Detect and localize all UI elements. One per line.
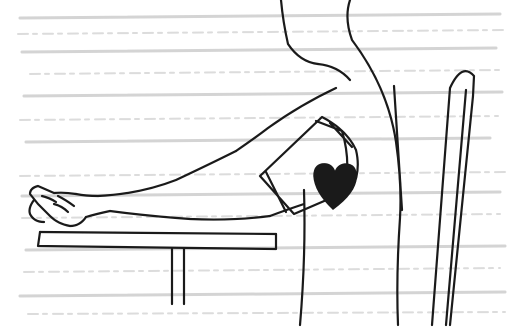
chair-back [432, 71, 474, 325]
background-show-through-text [18, 14, 505, 314]
hand [30, 186, 87, 226]
forearm [76, 151, 270, 220]
